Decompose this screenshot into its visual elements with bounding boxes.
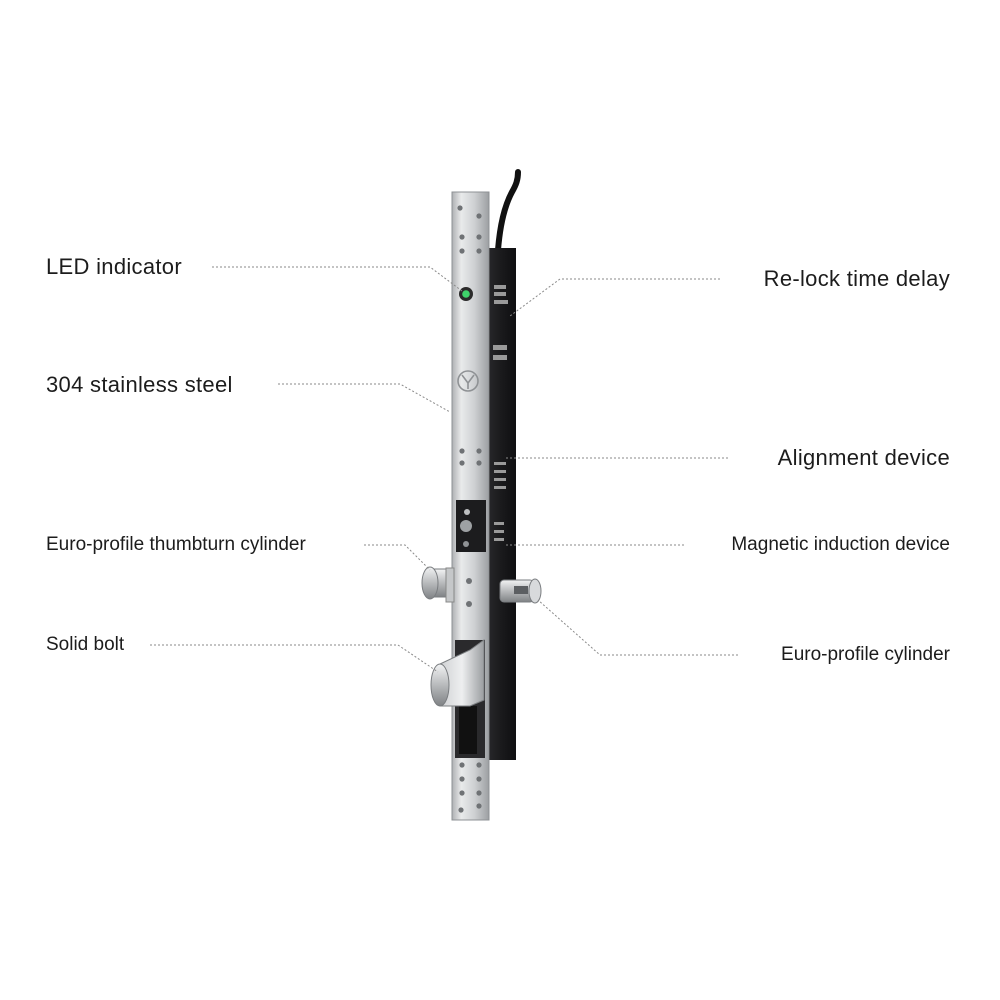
leader-relock: [509, 278, 720, 317]
leader-euro: [537, 599, 738, 656]
power-cable: [495, 169, 521, 253]
body-markings: [493, 285, 508, 541]
leader-bolt: [150, 644, 439, 673]
label-alignment-device: Alignment device: [777, 445, 950, 470]
label-stainless-steel: 304 stainless steel: [46, 372, 233, 397]
solid-bolt: [430, 639, 485, 758]
leader-steel: [278, 383, 451, 413]
label-relock-delay: Re-lock time delay: [763, 266, 950, 291]
leader-lines: [150, 266, 738, 673]
label-magnetic-induction: Magnetic induction device: [731, 534, 950, 555]
leader-led: [212, 266, 463, 292]
label-thumbturn-cylinder: Euro-profile thumbturn cylinder: [46, 534, 306, 555]
euro-cylinder: [499, 578, 542, 604]
label-led-indicator: LED indicator: [46, 254, 182, 279]
brand-logo: [457, 370, 479, 392]
lock-body: [486, 248, 516, 760]
faceplate-screws: [457, 205, 482, 813]
led-light: [462, 290, 470, 298]
label-solid-bolt: Solid bolt: [46, 634, 125, 655]
thumbturn-cylinder: [421, 566, 455, 603]
label-euro-cylinder: Euro-profile cylinder: [781, 644, 950, 665]
leader-thumbturn: [364, 544, 431, 571]
